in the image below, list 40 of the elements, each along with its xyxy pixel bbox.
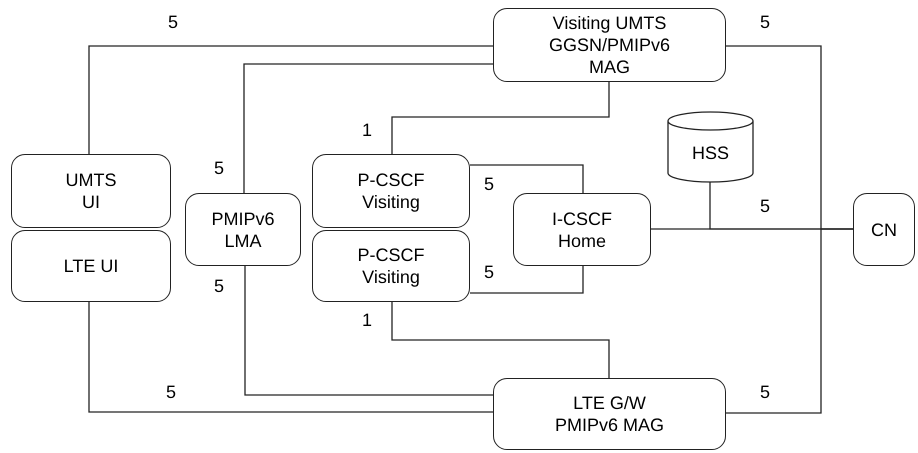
process-box: [312, 154, 470, 228]
process-box: [493, 8, 726, 82]
connector-line: [726, 228, 853, 414]
database-cylinder: [667, 111, 754, 183]
process-box: [853, 193, 915, 266]
edge-label: 5: [214, 158, 224, 178]
edge-label: 5: [166, 382, 176, 402]
connector-line: [88, 302, 493, 413]
process-box: [185, 193, 301, 266]
process-box: [312, 230, 470, 302]
node-label: LTE UI: [64, 255, 118, 277]
connector-line: [244, 266, 493, 396]
edge-label: 5: [168, 12, 178, 32]
node-label: I-CSCF Home: [551, 208, 613, 252]
edge-label: 1: [362, 310, 372, 330]
node-label: P-CSCF Visiting: [356, 169, 426, 213]
node-label: Visiting UMTS GGSN/PMIPv6 MAG: [548, 12, 672, 78]
connector-line: [470, 266, 584, 294]
edge-label: 5: [214, 276, 224, 296]
connector-line: [470, 164, 584, 193]
edge-label: 5: [484, 262, 494, 282]
node-label: HSS: [692, 142, 729, 164]
node-label: PMIPv6 LMA: [210, 208, 276, 252]
edge-label: 5: [760, 382, 770, 402]
process-box: [493, 378, 726, 450]
node-label: UMTS UI: [64, 169, 118, 213]
edge-label: 1: [362, 120, 372, 140]
connector-line: [391, 302, 610, 378]
edge-label: 5: [760, 196, 770, 216]
process-box: [11, 230, 171, 302]
process-box: [513, 193, 651, 266]
node-label: P-CSCF Visiting: [356, 244, 426, 288]
node-label: LTE G/W PMIPv6 MAG: [554, 392, 666, 436]
connector-line: [391, 82, 610, 154]
node-label: CN: [871, 218, 897, 240]
process-box: [11, 154, 171, 228]
connector-line: [88, 45, 493, 154]
connector-line: [243, 63, 493, 193]
edge-label: 5: [484, 174, 494, 194]
edge-label: 5: [760, 12, 770, 32]
